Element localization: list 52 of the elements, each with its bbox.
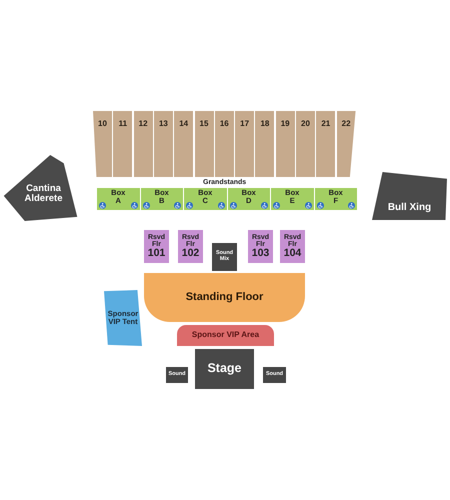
- section-number: 21: [321, 120, 330, 128]
- grandstand-section: [214, 111, 234, 177]
- section-number: 10: [98, 120, 107, 128]
- grandstand-section: [235, 111, 254, 177]
- area-label: Bull Xing: [388, 202, 432, 213]
- section-number: 102: [182, 248, 200, 260]
- speaker-tower: [263, 367, 286, 383]
- grandstand-section: [316, 111, 336, 177]
- vip-area: [177, 325, 274, 346]
- area-label: Cantina Alderete: [24, 184, 62, 204]
- grandstand-section: [276, 111, 295, 177]
- grandstand-section: [113, 111, 132, 177]
- section-number: 17: [240, 120, 250, 128]
- reserved-floor-section: [248, 230, 273, 263]
- box-seating-section: [314, 188, 357, 210]
- grandstand-section: [93, 111, 112, 177]
- grandstand-section: [174, 111, 194, 177]
- box-seating-section: [97, 188, 140, 210]
- standing-floor-area: [144, 273, 305, 322]
- section-number: 14: [179, 120, 188, 128]
- reserved-floor-section: [144, 230, 169, 263]
- grandstand-section: [255, 111, 274, 177]
- section-number: 104: [284, 248, 302, 260]
- section-number: 18: [260, 120, 270, 128]
- sound-mix-booth: [212, 243, 237, 271]
- speaker-tower: [166, 367, 188, 383]
- section-number: 19: [280, 120, 290, 128]
- box-seating-section: [271, 188, 314, 210]
- section-number: 16: [220, 120, 229, 128]
- section-number: 12: [138, 120, 148, 128]
- stage-platform: [195, 349, 254, 389]
- area-label: Stage: [207, 362, 242, 376]
- grandstand-section: [134, 111, 153, 177]
- vip-tent-area: [104, 290, 142, 346]
- section-number: 103: [252, 248, 270, 260]
- section-number: 11: [118, 120, 128, 128]
- grandstand-section: [336, 111, 356, 177]
- section-number: 15: [200, 120, 208, 128]
- section-number: 22: [342, 120, 351, 128]
- box-seating-section: [228, 188, 270, 210]
- area-label: Standing Floor: [186, 292, 264, 304]
- section-number: 13: [158, 120, 168, 128]
- reserved-floor-section: [178, 230, 203, 263]
- grandstand-section: [296, 111, 315, 177]
- reserved-floor-section: [280, 230, 305, 263]
- area-label: Sponsor VIP Area: [192, 331, 260, 340]
- box-seating-section: [184, 188, 226, 210]
- box-seating-section: [140, 188, 183, 210]
- section-number: 20: [301, 120, 310, 128]
- grandstand-section: [154, 111, 173, 177]
- section-number: 101: [148, 248, 166, 260]
- grandstand-section: [194, 111, 214, 177]
